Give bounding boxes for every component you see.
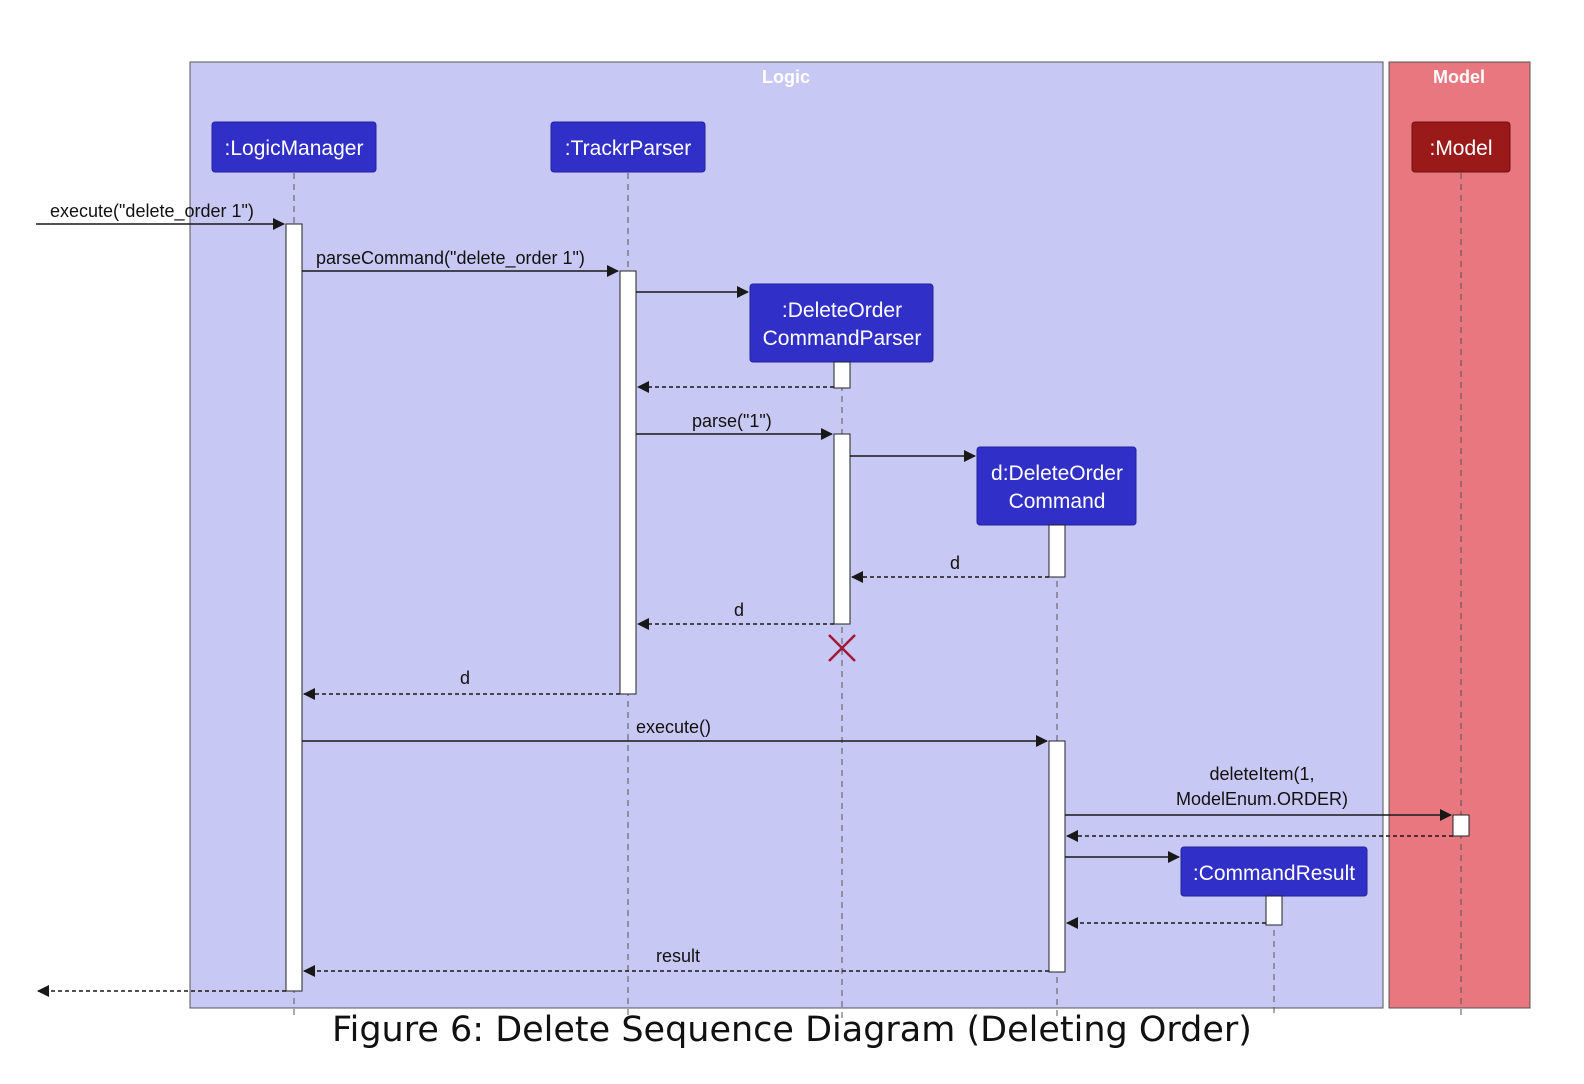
label-parse-command: parseCommand("delete_order 1") xyxy=(316,248,585,269)
participant-delete-order-command-parser: :DeleteOrder CommandParser xyxy=(749,283,934,363)
label-result: result xyxy=(656,946,700,966)
participant-delete-order-command: d:DeleteOrder Command xyxy=(976,446,1137,526)
svg-text:CommandParser: CommandParser xyxy=(763,327,922,350)
participant-command-result: :CommandResult xyxy=(1180,846,1368,897)
activation-command-result xyxy=(1265,895,1283,926)
activation-delete-parser-init xyxy=(833,361,851,389)
participant-model: :Model xyxy=(1411,121,1511,173)
activation-delete-parser-parse xyxy=(833,433,851,625)
svg-text::TrackrParser: :TrackrParser xyxy=(565,137,691,160)
activation-logic-manager xyxy=(285,223,303,992)
destroy-x-icon xyxy=(828,634,856,662)
label-return-d-1: d xyxy=(950,553,960,573)
label-execute-input: execute("delete_order 1") xyxy=(50,201,254,222)
label-return-d-2: d xyxy=(734,600,744,620)
label-parse: parse("1") xyxy=(692,411,772,431)
label-return-d-3: d xyxy=(460,668,470,688)
activation-delete-command-init xyxy=(1048,524,1066,578)
svg-text::CommandResult: :CommandResult xyxy=(1193,862,1355,885)
logic-group-title: Logic xyxy=(762,67,810,87)
participant-trackr-parser: :TrackrParser xyxy=(550,121,706,173)
svg-text:d:DeleteOrder: d:DeleteOrder xyxy=(991,462,1123,485)
svg-text:Command: Command xyxy=(1009,490,1106,513)
activation-delete-command-execute xyxy=(1048,740,1066,973)
model-group-title: Model xyxy=(1433,67,1485,87)
activation-trackr-parser xyxy=(619,270,637,695)
activation-model xyxy=(1452,814,1470,837)
label-delete-item-line2: ModelEnum.ORDER) xyxy=(1176,789,1348,809)
model-group-box xyxy=(1388,61,1531,1009)
svg-text::DeleteOrder: :DeleteOrder xyxy=(782,299,902,322)
participant-logic-manager: :LogicManager xyxy=(211,121,377,173)
svg-text::LogicManager: :LogicManager xyxy=(225,137,364,160)
svg-text::Model: :Model xyxy=(1429,137,1492,160)
label-execute: execute() xyxy=(636,717,711,737)
figure-caption: Figure 6: Delete Sequence Diagram (Delet… xyxy=(332,1010,1252,1050)
label-delete-item-line1: deleteItem(1, xyxy=(1209,764,1314,784)
